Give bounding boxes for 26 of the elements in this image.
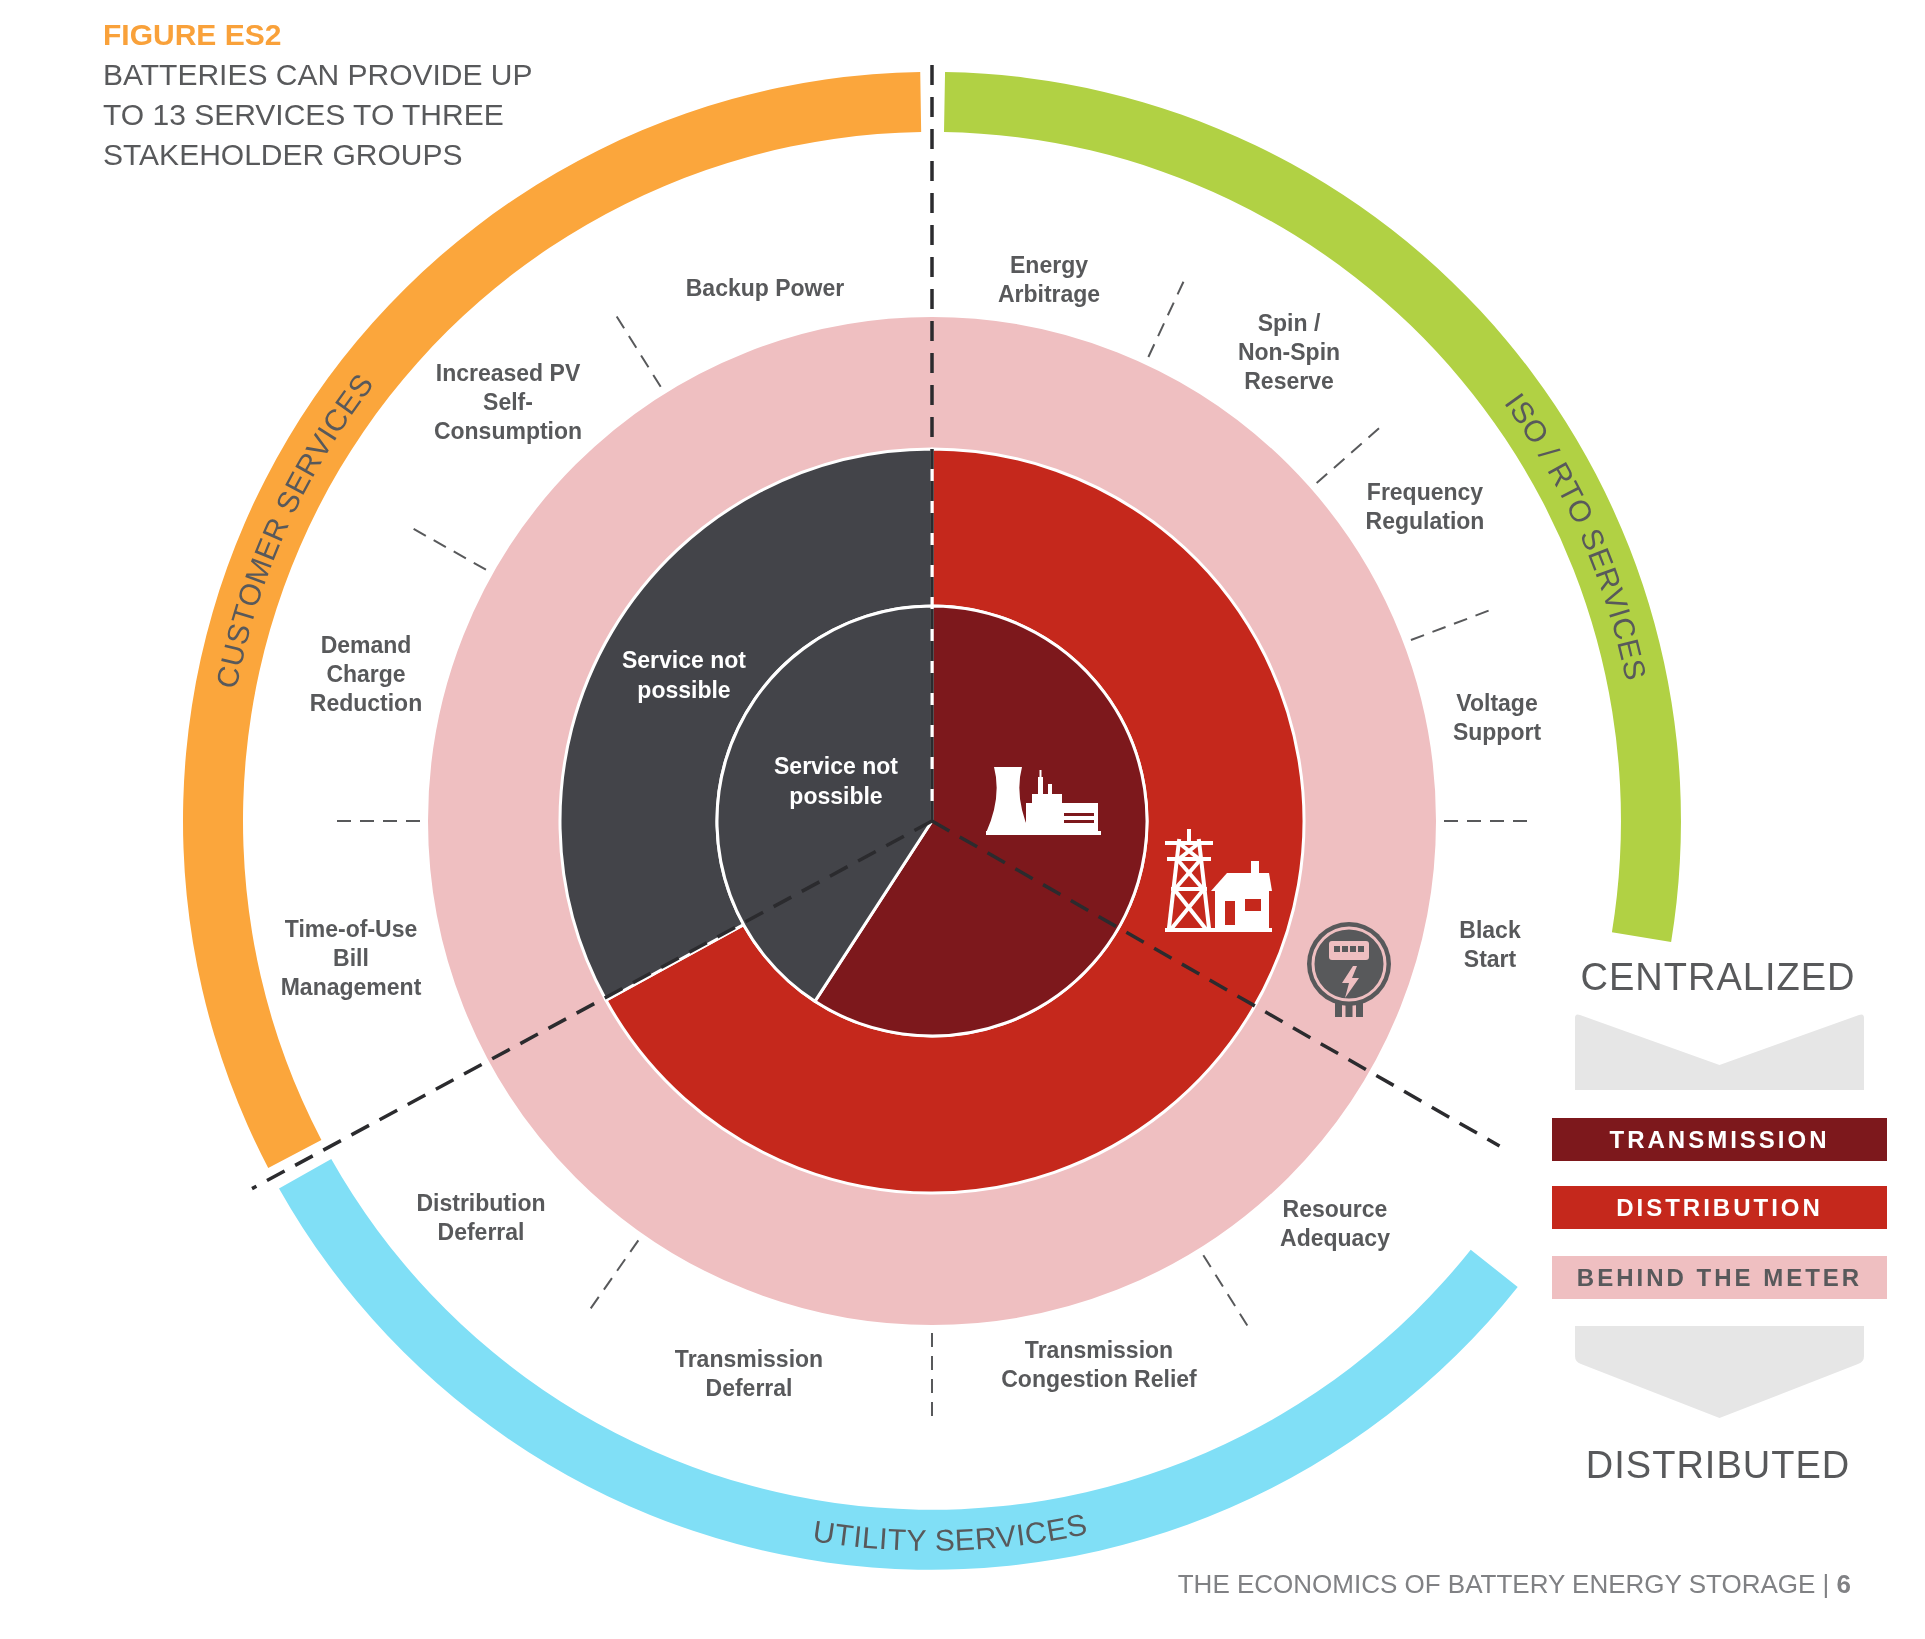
service-label: Transmission Deferral <box>673 1345 825 1403</box>
service-label: Voltage Support <box>1451 689 1543 747</box>
arc-band <box>279 1159 1519 1570</box>
scale-end-label: CENTRALIZED <box>1580 955 1856 1000</box>
scale-end-label: DISTRIBUTED <box>1585 1443 1851 1488</box>
ring-sector <box>560 449 932 1001</box>
service-label: Transmission Congestion Relief <box>1000 1336 1198 1394</box>
legend-key: TRANSMISSION <box>1552 1118 1887 1161</box>
diagram-title: BATTERIES CAN PROVIDE UP TO 13 SERVICES TO THREE STAKEHOLDER GROUPS <box>103 57 533 173</box>
sector-label: Service not possible <box>773 752 899 811</box>
service-label: Energy Arbitrage <box>996 251 1102 309</box>
figure-number: FIGURE ES2 <box>103 17 282 53</box>
arc-band <box>944 72 1681 943</box>
service-label: Black Start <box>1458 916 1522 974</box>
service-label: Backup Power <box>685 273 845 303</box>
service-label: Resource Adequacy <box>1279 1195 1391 1253</box>
service-label: Increased PV Self-Consumption <box>432 358 584 446</box>
service-label: Frequency Regulation <box>1364 478 1486 536</box>
band-title: UTILITY SERVICES <box>811 1507 1091 1558</box>
legend-key: DISTRIBUTION <box>1552 1186 1887 1229</box>
service-label: Time-of-Use Bill Management <box>279 914 423 1002</box>
legend-key: BEHIND THE METER <box>1552 1256 1887 1299</box>
service-label: Distribution Deferral <box>415 1189 547 1247</box>
sector-label: Service not possible <box>621 646 747 705</box>
page-footer: THE ECONOMICS OF BATTERY ENERGY STORAGE | 6 <box>1177 1568 1851 1600</box>
service-label: Spin / Non-Spin Reserve <box>1236 308 1342 396</box>
